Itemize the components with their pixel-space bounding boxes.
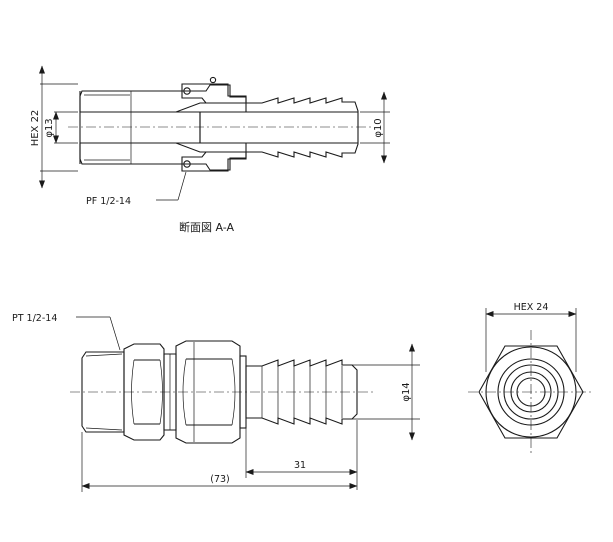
side-hose-barb <box>245 359 358 425</box>
side-total-length-label: (73) <box>210 474 230 485</box>
side-barb-length-label: 31 <box>294 460 306 471</box>
section-bore-label: φ13 <box>44 118 55 137</box>
section-barb-label: φ10 <box>373 118 384 137</box>
section-hex-label: HEX 22 <box>30 110 41 147</box>
side-view: PT 1/2-14 φ14 31 (73) <box>12 313 420 492</box>
hex-body-1 <box>123 343 165 441</box>
end-view: HEX 24 <box>468 302 594 454</box>
section-caption: 断面図 A-A <box>179 220 235 234</box>
adapter-lower-wall <box>79 142 247 171</box>
hose-barb-outline <box>199 97 359 158</box>
end-hex-label: HEX 24 <box>514 302 549 313</box>
section-thread-label: PF 1/2-14 <box>86 196 131 207</box>
nut-section-top <box>181 83 247 104</box>
section-view: HEX 22 φ13 φ10 PF 1/2-14 断面図 A-A <box>30 65 390 234</box>
nut-section-bottom <box>181 151 247 172</box>
side-barb-label: φ14 <box>401 382 412 401</box>
adapter-upper-wall <box>79 84 247 113</box>
end-hex <box>478 345 584 439</box>
side-thread-label: PT 1/2-14 <box>12 313 57 324</box>
hex-body-2 <box>175 340 241 444</box>
